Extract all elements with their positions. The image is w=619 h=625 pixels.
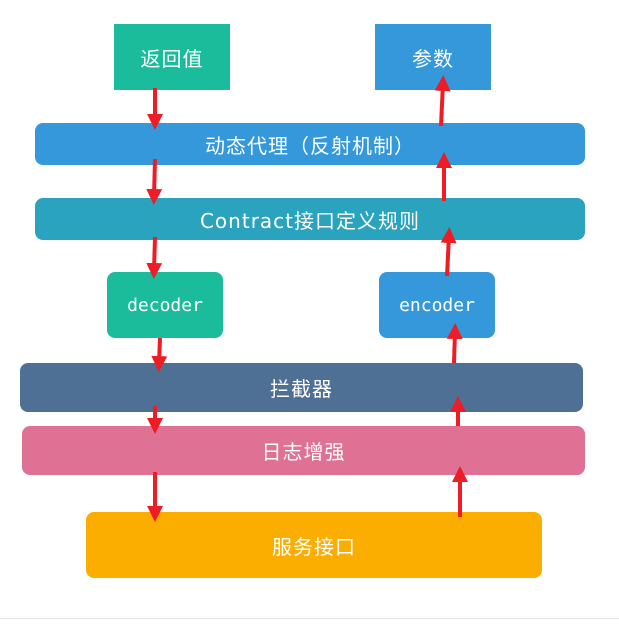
return-value-box: 返回值 — [114, 24, 230, 90]
arrow-up-6 — [434, 75, 451, 127]
arrow-up-4 — [440, 227, 457, 277]
bottom-divider — [0, 618, 619, 619]
dynamic-proxy-bar: 动态代理（反射机制） — [35, 123, 585, 165]
decoder-box: decoder — [107, 272, 223, 338]
arrow-up-3 — [446, 323, 463, 364]
arrow-down-3 — [146, 236, 163, 279]
encoder-box: encoder — [379, 272, 495, 338]
contract-rules-bar: Contract接口定义规则 — [35, 198, 585, 240]
arrow-down-2 — [146, 158, 163, 205]
service-interface-box: 服务接口 — [86, 512, 542, 578]
interceptor-bar: 拦截器 — [20, 363, 583, 412]
log-enhance-bar: 日志增强 — [22, 426, 585, 475]
arrow-down-4 — [151, 337, 168, 372]
params-box: 参数 — [375, 24, 491, 90]
